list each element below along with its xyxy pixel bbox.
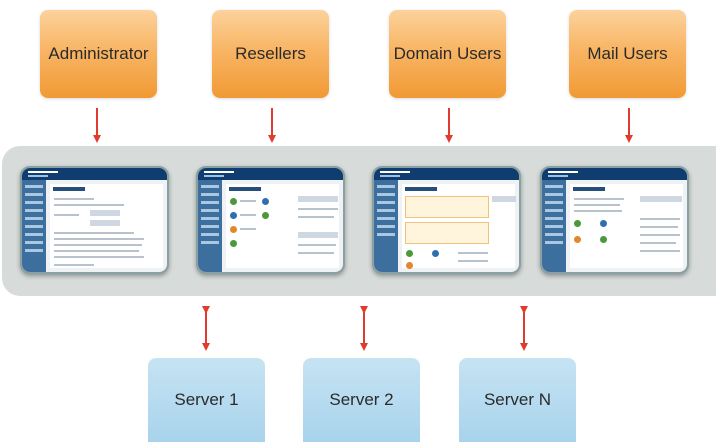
server-n: Server N bbox=[459, 358, 576, 442]
role-administrator: Administrator bbox=[40, 10, 157, 98]
screenshot-domain-users bbox=[372, 166, 521, 274]
screenshot-resellers bbox=[196, 166, 345, 274]
server-2: Server 2 bbox=[303, 358, 420, 442]
screenshot-mail-users bbox=[540, 166, 689, 274]
server-1: Server 1 bbox=[148, 358, 265, 442]
role-mail-users: Mail Users bbox=[569, 10, 686, 98]
role-resellers: Resellers bbox=[212, 10, 329, 98]
role-domain-users: Domain Users bbox=[389, 10, 506, 98]
screenshot-admin bbox=[20, 166, 169, 274]
